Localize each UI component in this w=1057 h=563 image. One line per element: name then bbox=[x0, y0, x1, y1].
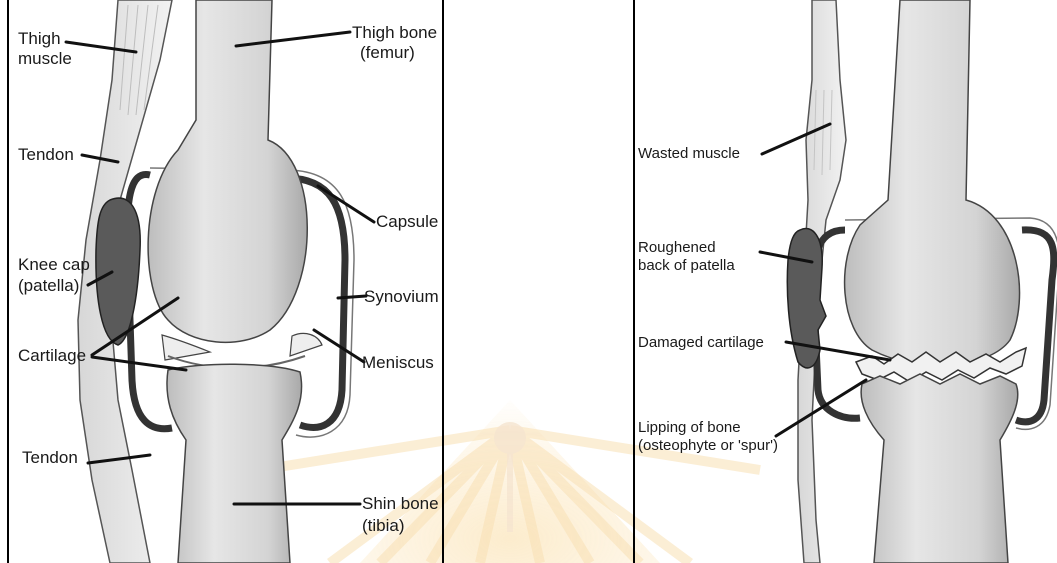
label-lipping-2: (osteophyte or 'spur') bbox=[638, 437, 778, 454]
label-synovium: Synovium bbox=[364, 287, 439, 306]
label-thigh-muscle-1: Thigh bbox=[18, 29, 61, 48]
tibia-shape-damaged bbox=[861, 374, 1018, 563]
leader-synovium bbox=[338, 296, 366, 298]
label-knee-cap-2: (patella) bbox=[18, 276, 79, 295]
label-wasted-muscle: Wasted muscle bbox=[638, 145, 740, 162]
label-capsule: Capsule bbox=[376, 212, 438, 231]
label-lipping-1: Lipping of bone bbox=[638, 419, 741, 436]
label-meniscus: Meniscus bbox=[362, 353, 434, 372]
label-roughened-2: back of patella bbox=[638, 257, 735, 274]
label-thigh-muscle-2: muscle bbox=[18, 49, 72, 68]
label-tendon-lower: Tendon bbox=[22, 448, 78, 467]
label-shin-bone-1: Shin bone bbox=[362, 494, 439, 513]
label-cartilage: Cartilage bbox=[18, 346, 86, 365]
label-thigh-bone-2: (femur) bbox=[360, 43, 415, 62]
label-damaged-cartilage: Damaged cartilage bbox=[638, 334, 764, 351]
tibia-shape bbox=[167, 364, 302, 563]
label-shin-bone-2: (tibia) bbox=[362, 516, 405, 535]
label-tendon-upper: Tendon bbox=[18, 145, 74, 164]
label-knee-cap-1: Knee cap bbox=[18, 255, 90, 274]
label-thigh-bone-1: Thigh bone bbox=[352, 23, 437, 42]
label-roughened-1: Roughened bbox=[638, 239, 716, 256]
